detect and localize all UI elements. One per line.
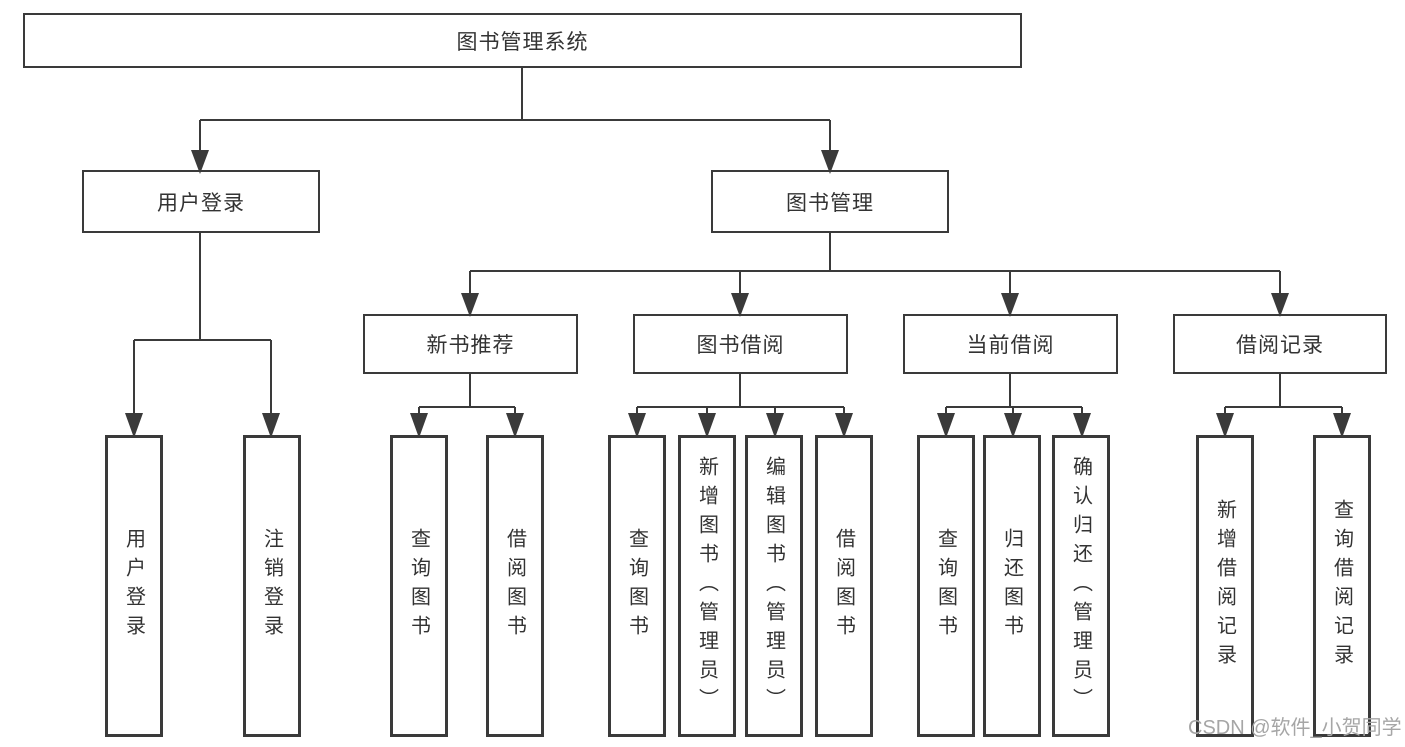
connector-current-borrow-branch	[945, 374, 1083, 414]
node-borrow-records: 借阅记录	[1173, 314, 1387, 374]
node-book-borrow-label: 图书借阅	[696, 334, 785, 357]
leaf-label: 新增借阅记录	[1213, 499, 1236, 673]
node-leaf-borrow-books-1: 借阅图书	[486, 435, 544, 737]
node-leaf-add-books-admin: 新增图书（管理员）	[678, 435, 736, 737]
node-current-borrow-label: 当前借阅	[966, 334, 1055, 357]
leaf-label: 查询图书	[625, 528, 648, 644]
connector-user-login-branch	[133, 233, 272, 414]
node-leaf-user-login: 用户登录	[105, 435, 163, 737]
node-leaf-query-borrow-record: 查询借阅记录	[1313, 435, 1371, 737]
node-leaf-query-books-2: 查询图书	[608, 435, 666, 737]
connector-borrow-records-branch	[1224, 374, 1343, 414]
arrowheads-level3	[461, 293, 1289, 317]
node-leaf-return-books: 归还图书	[983, 435, 1041, 737]
node-leaf-edit-books-admin: 编辑图书（管理员）	[745, 435, 803, 737]
connector-book-management-branch	[469, 233, 1281, 294]
node-leaf-borrow-books-2: 借阅图书	[815, 435, 873, 737]
node-borrow-records-label: 借阅记录	[1236, 334, 1324, 357]
leaf-label: 注销登录	[260, 528, 283, 644]
node-new-book-recommend-label: 新书推荐	[426, 334, 515, 357]
node-book-borrow: 图书借阅	[633, 314, 848, 374]
csdn-watermark: CSDN @软件_小贺同学	[1188, 717, 1402, 739]
node-root: 图书管理系统	[23, 13, 1022, 68]
leaf-label: 查询借阅记录	[1330, 499, 1353, 673]
leaf-label: 编辑图书（管理员）	[762, 455, 785, 717]
leaf-label: 借阅图书	[832, 528, 855, 644]
connector-root-to-level2	[199, 68, 831, 151]
node-leaf-query-books-3: 查询图书	[917, 435, 975, 737]
leaf-label: 查询图书	[934, 528, 957, 644]
leaf-label: 确认归还（管理员）	[1069, 455, 1092, 717]
node-leaf-query-books-1: 查询图书	[390, 435, 448, 737]
node-new-book-recommend: 新书推荐	[363, 314, 578, 374]
leaf-label: 新增图书（管理员）	[695, 455, 718, 717]
leaf-label: 归还图书	[1000, 528, 1023, 644]
leaf-label: 用户登录	[122, 528, 145, 644]
node-root-label: 图书管理系统	[456, 30, 589, 54]
node-book-management-label: 图书管理	[786, 191, 874, 215]
node-book-management: 图书管理	[711, 170, 949, 233]
node-leaf-add-borrow-record: 新增借阅记录	[1196, 435, 1254, 737]
node-current-borrow: 当前借阅	[903, 314, 1118, 374]
connector-new-book-recommend-branch	[418, 374, 516, 414]
connector-book-borrow-branch	[636, 374, 845, 414]
leaf-label: 查询图书	[407, 528, 430, 644]
node-user-login-label: 用户登录	[157, 191, 245, 215]
node-leaf-logout: 注销登录	[243, 435, 301, 737]
node-leaf-confirm-return-admin: 确认归还（管理员）	[1052, 435, 1110, 737]
leaf-label: 借阅图书	[503, 528, 526, 644]
node-user-login: 用户登录	[82, 170, 320, 233]
